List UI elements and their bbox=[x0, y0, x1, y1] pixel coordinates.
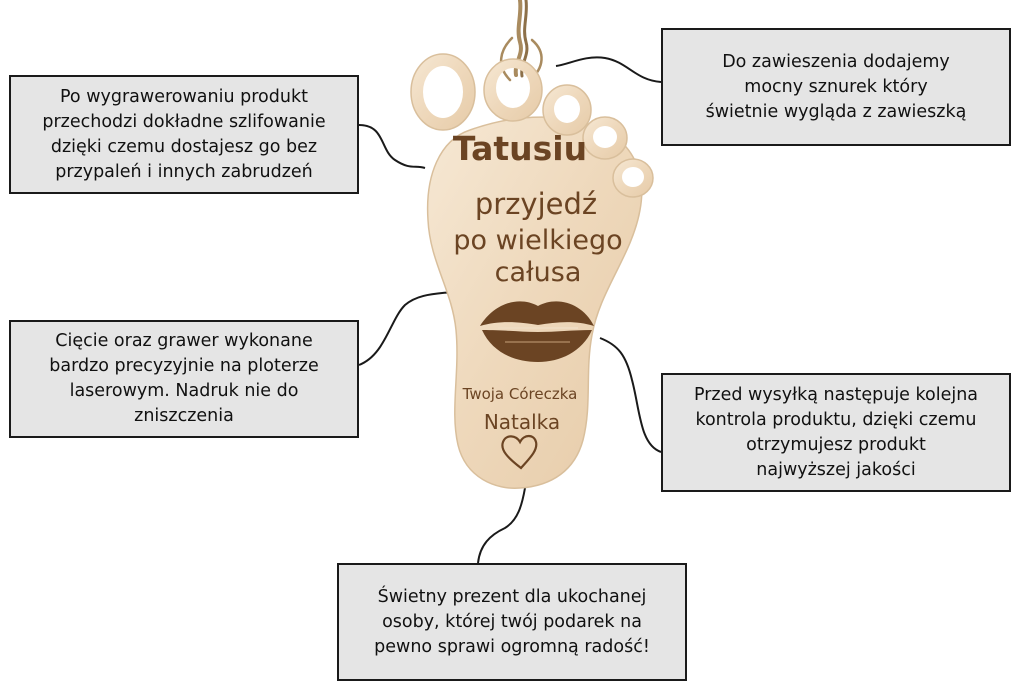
engraving-line2: po wielkiego bbox=[453, 225, 622, 256]
engraving-signature-name: Natalka bbox=[484, 410, 560, 434]
heart-icon bbox=[501, 434, 538, 470]
engraving-line1: przyjedź bbox=[475, 187, 597, 221]
connector-bottom bbox=[477, 487, 526, 564]
connector-top-left bbox=[358, 124, 426, 169]
callout-quality-control: Przed wysyłką następuje kolejna kontrola… bbox=[661, 373, 1011, 492]
callout-laser-cutting: Cięcie oraz grawer wykonane bardzo precy… bbox=[9, 320, 359, 438]
callout-sanding: Po wygrawerowaniu produkt przechodzi dok… bbox=[9, 75, 359, 194]
connector-mid-right bbox=[599, 337, 662, 453]
lips-icon bbox=[480, 301, 594, 362]
foot-tag bbox=[410, 53, 654, 489]
connector-mid-left bbox=[358, 291, 453, 366]
engraving-line3: całusa bbox=[495, 257, 582, 288]
engraving-title: Tatusiu bbox=[453, 129, 587, 168]
engraving-signature-small: Twoja Córeczka bbox=[462, 385, 578, 403]
connector-top-right bbox=[555, 56, 662, 83]
callout-string: Do zawieszenia dodajemy mocny sznurek kt… bbox=[661, 28, 1011, 146]
callout-gift: Świetny prezent dla ukochanej osoby, któ… bbox=[337, 563, 687, 681]
connector-lines bbox=[358, 56, 662, 564]
